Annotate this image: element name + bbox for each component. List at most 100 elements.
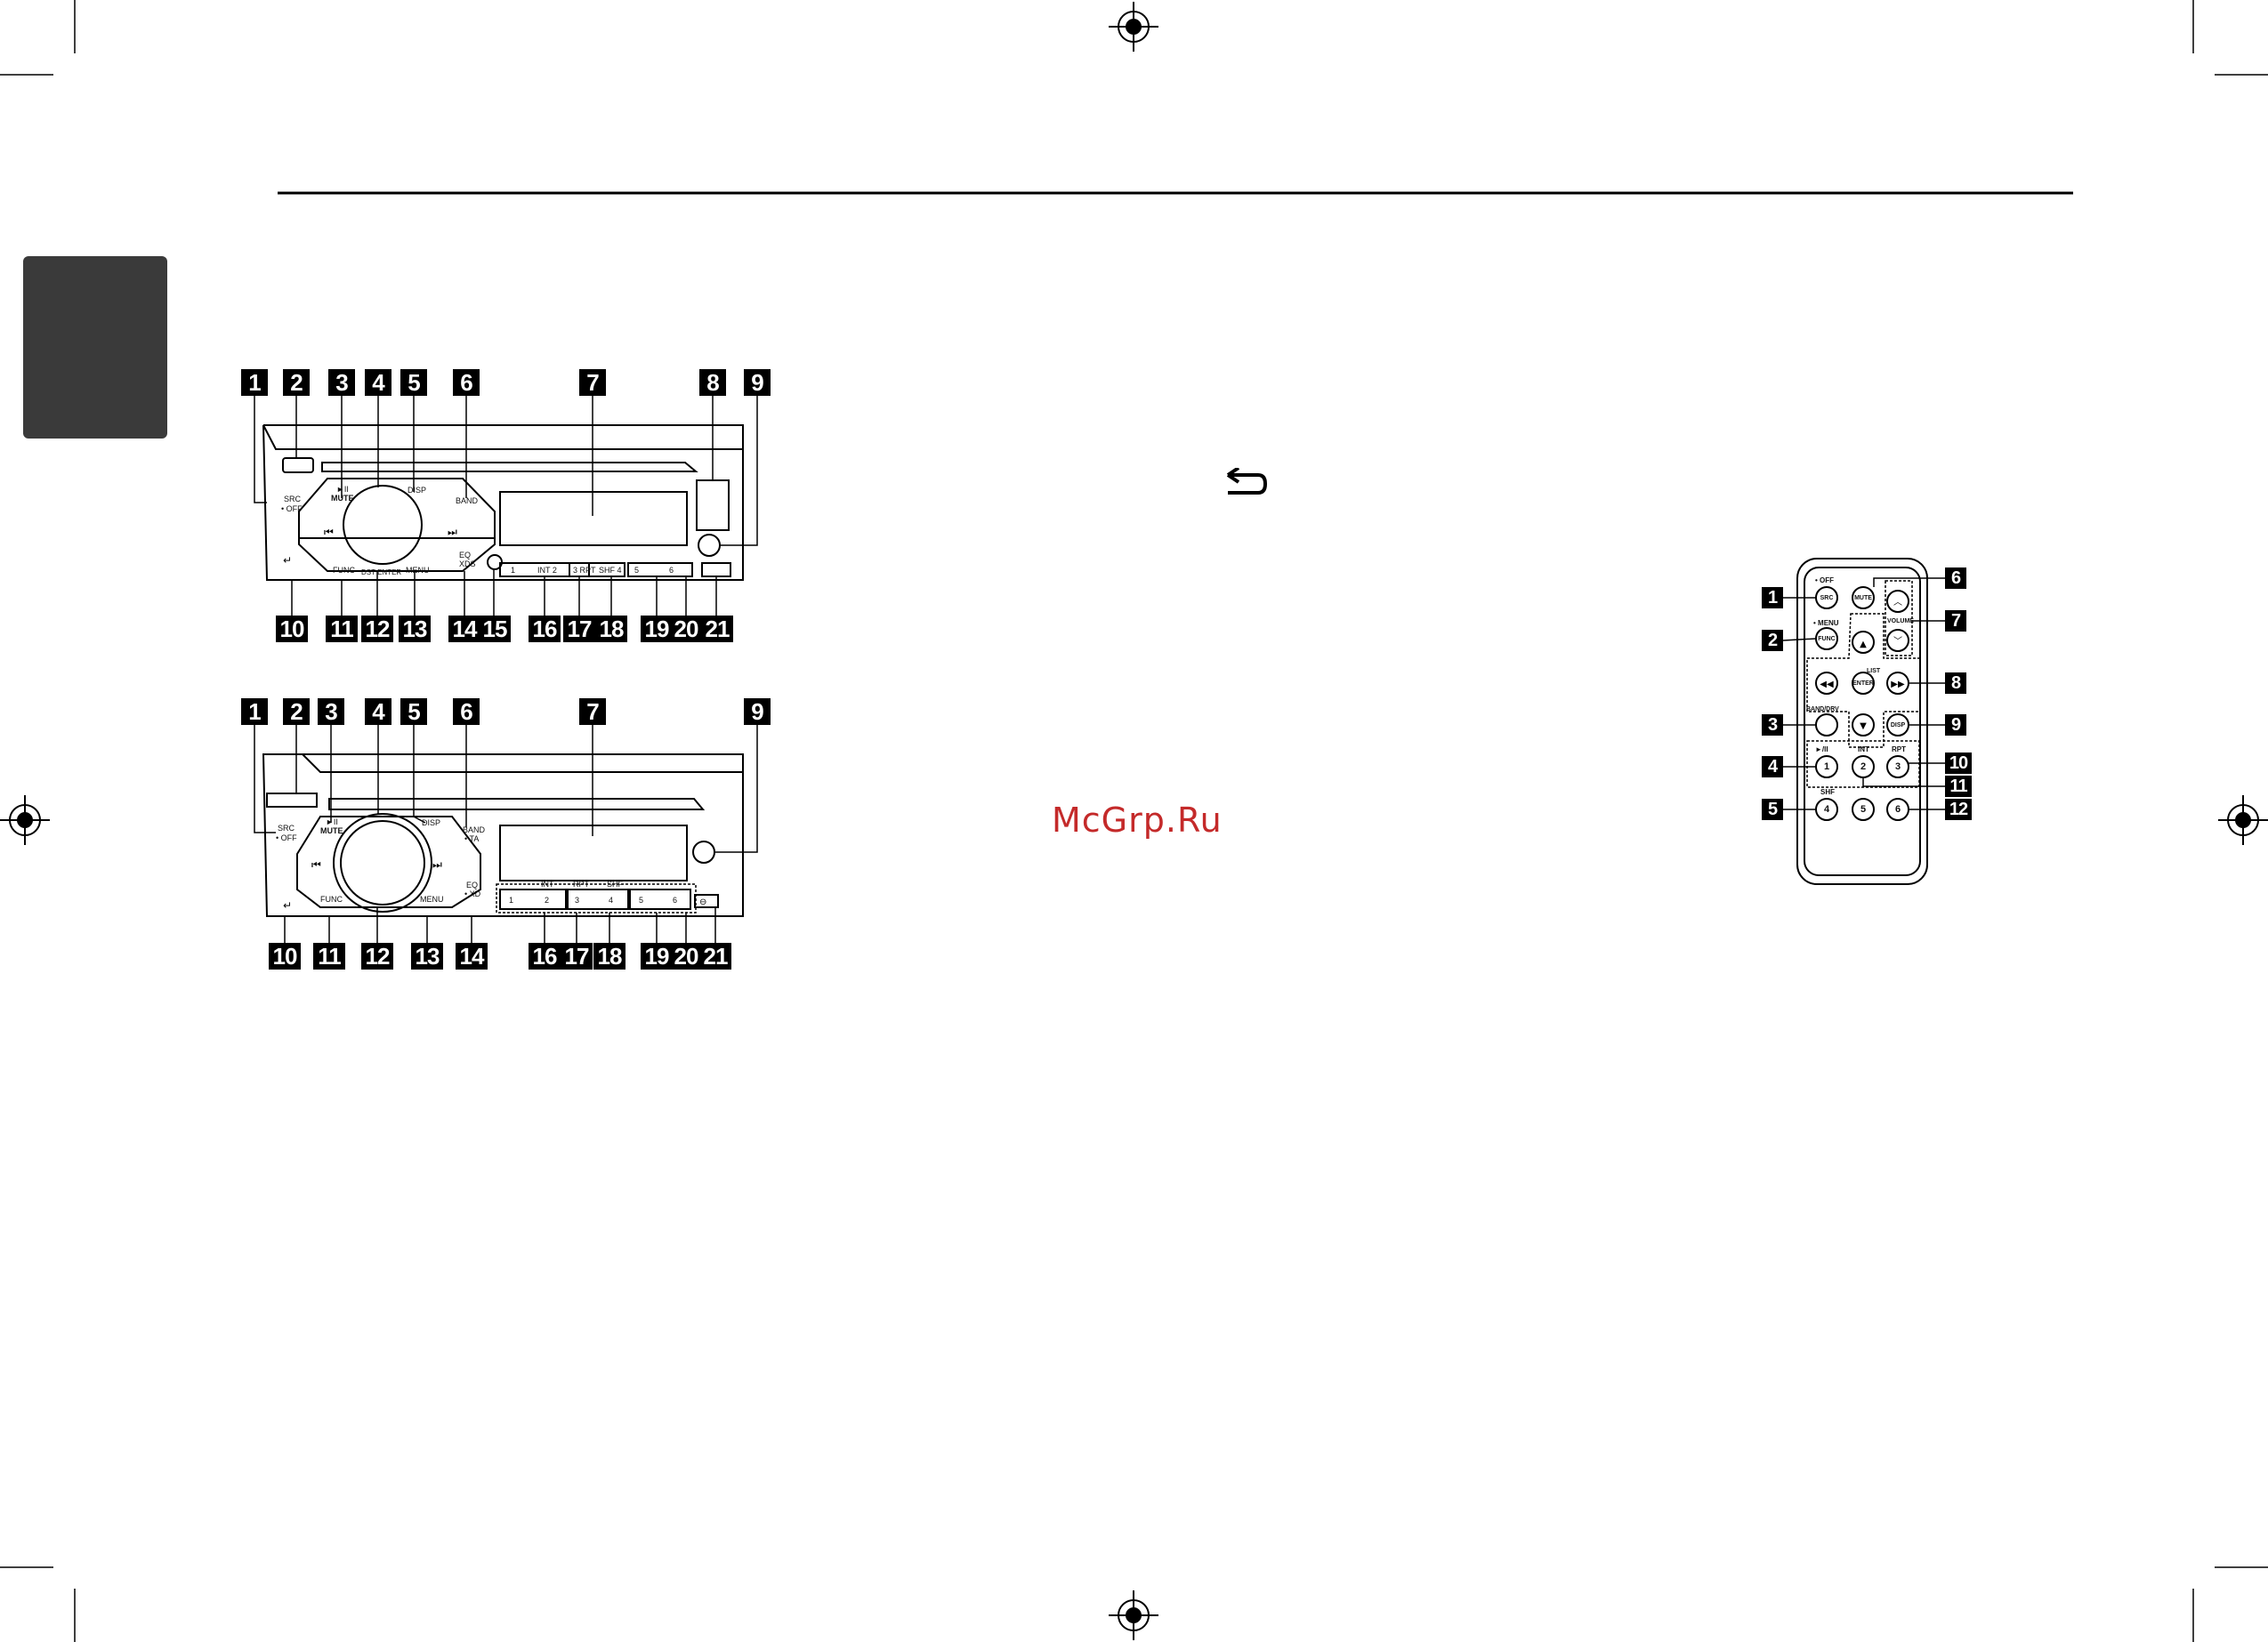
unit-bottom-label-mute: MUTE <box>320 826 343 835</box>
unit-top-back-icon: ↵ <box>283 554 292 567</box>
remote-callout-10: 10 <box>1945 753 1972 774</box>
unit-bottom-label-play-pause: ►II <box>326 817 338 826</box>
unit-bottom-release-button <box>694 894 719 908</box>
unit-top-control-cluster <box>298 478 496 572</box>
unit-top-top-edge <box>263 424 744 449</box>
callout-top-6: 6 <box>453 369 480 396</box>
callout-bottom-11: 11 <box>313 943 345 970</box>
unit-top-preset-group-b <box>569 562 626 577</box>
callout-bottom-13: 13 <box>411 943 443 970</box>
callout-top-16: 16 <box>529 616 561 642</box>
remote-buttons <box>1815 586 1909 821</box>
registration-mark-left <box>0 795 50 845</box>
callout-top-1: 1 <box>241 369 268 396</box>
unit-bottom-preset-frame <box>496 883 697 914</box>
remote-callout-3: 3 <box>1762 714 1783 736</box>
unit-top-label-p1: 1 <box>511 566 516 575</box>
unit-top-volume-knob <box>343 485 423 565</box>
unit-top-label-menu: MENU <box>406 566 430 575</box>
callout-bottom-21: 21 <box>699 943 731 970</box>
unit-top-label-mute: MUTE <box>331 494 354 503</box>
unit-bottom-label-func: FUNC <box>320 895 343 904</box>
callout-top-15: 15 <box>479 616 511 642</box>
unit-bottom-label-eq: EQ <box>466 881 479 889</box>
remote-callout-12: 12 <box>1945 799 1972 820</box>
registration-mark-bottom <box>1109 1590 1158 1640</box>
unit-bottom-label-p3: 3 <box>575 896 580 905</box>
unit-bottom-preset-group-c <box>629 889 691 910</box>
unit-top-next-icon: ⏭ <box>448 526 457 538</box>
remote-key-4: 4 <box>1823 804 1830 815</box>
unit-bottom-eject-button <box>266 793 318 808</box>
callout-top-11: 11 <box>326 616 358 642</box>
unit-top-label-shf4: SHF 4 <box>599 566 622 575</box>
remote-callout-6: 6 <box>1945 567 1966 589</box>
unit-bottom-label-src: SRC <box>278 824 295 833</box>
remote-callout-2: 2 <box>1762 630 1783 651</box>
remote-label-volume: VOLUME <box>1887 618 1914 624</box>
unit-bottom-display <box>499 825 688 881</box>
unit-bottom-volume-knob-inner <box>340 820 425 906</box>
callout-bottom-3: 3 <box>318 698 344 725</box>
unit-bottom-next-icon: ⏭ <box>432 858 442 871</box>
unit-top-prev-icon: ⏮ <box>324 526 334 538</box>
callout-top-13: 13 <box>399 616 431 642</box>
remote-vol-down-icon: ﹀ <box>1893 636 1902 647</box>
unit-bottom-label-p6: 6 <box>673 896 678 905</box>
unit-bottom-control-cluster <box>296 816 481 908</box>
remote-label-func: FUNC <box>1818 636 1836 642</box>
remote-leaders <box>1782 577 1945 810</box>
callout-bottom-2: 2 <box>283 698 310 725</box>
remote-callout-5: 5 <box>1762 799 1783 820</box>
callout-bottom-16: 16 <box>529 943 561 970</box>
callout-bottom-9: 9 <box>744 698 771 725</box>
remote-key-1: 1 <box>1823 761 1830 772</box>
unit-bottom-label-xds: • XD <box>464 889 481 898</box>
unit-bottom-label-ta: • TA <box>464 834 480 843</box>
unit-bottom-label-p4: 4 <box>609 896 614 905</box>
remote-body-outer <box>1796 558 1928 885</box>
remote-key-6: 6 <box>1894 804 1901 815</box>
callout-top-2: 2 <box>283 369 310 396</box>
unit-top-label-eq: EQ <box>459 551 472 559</box>
registration-mark-top <box>1109 2 1158 52</box>
callout-top-19: 19 <box>641 616 673 642</box>
remote-label-shf: SHF <box>1820 788 1835 796</box>
remote-key-5: 5 <box>1860 804 1867 815</box>
unit-bottom-label-disp: DISP <box>422 818 441 827</box>
callout-top-9: 9 <box>744 369 771 396</box>
callout-top-4: 4 <box>365 369 391 396</box>
unit-bottom-label-off: • OFF <box>276 833 297 842</box>
remote-rewind-icon: ◀◀ <box>1820 680 1834 689</box>
unit-bottom-label-p1: 1 <box>509 896 514 905</box>
remote-down-icon: ▼ <box>1860 721 1867 731</box>
unit-bottom-label-p5: 5 <box>639 896 644 905</box>
chapter-tab <box>23 256 167 439</box>
unit-bottom-label-p2: 2 <box>545 896 550 905</box>
unit-top-label-src: SRC <box>284 495 302 503</box>
callout-top-20: 20 <box>670 616 702 642</box>
return-symbol-icon <box>1226 468 1268 495</box>
remote-label-rpt: RPT <box>1892 745 1906 753</box>
callout-top-12: 12 <box>361 616 393 642</box>
unit-bottom-faceplate <box>262 753 744 917</box>
callout-bottom-5: 5 <box>400 698 427 725</box>
unit-top-label-dst-enter: DST ENTER <box>361 568 402 576</box>
callout-bottom-4: 4 <box>365 698 391 725</box>
callout-top-3: 3 <box>328 369 355 396</box>
remote-label-int: INT <box>1858 745 1869 753</box>
unit-top-label-func: FUNC <box>333 566 355 575</box>
unit-top-label-int2: INT 2 <box>537 566 557 575</box>
callout-top-17: 17 <box>563 616 595 642</box>
unit-top-label-p5: 5 <box>634 566 640 575</box>
unit-top-leaders <box>254 395 758 616</box>
unit-bottom-label-menu: MENU <box>420 895 444 904</box>
remote-vol-up-icon: ︿ <box>1893 598 1902 608</box>
unit-bottom-preset-group-b <box>567 889 629 910</box>
remote-label-mute: MUTE <box>1854 595 1872 601</box>
callout-top-7: 7 <box>579 369 606 396</box>
unit-bottom-label-shf: SHF <box>607 880 623 889</box>
remote-key-3: 3 <box>1894 761 1901 772</box>
unit-top-label-xds: XDS <box>459 559 476 568</box>
